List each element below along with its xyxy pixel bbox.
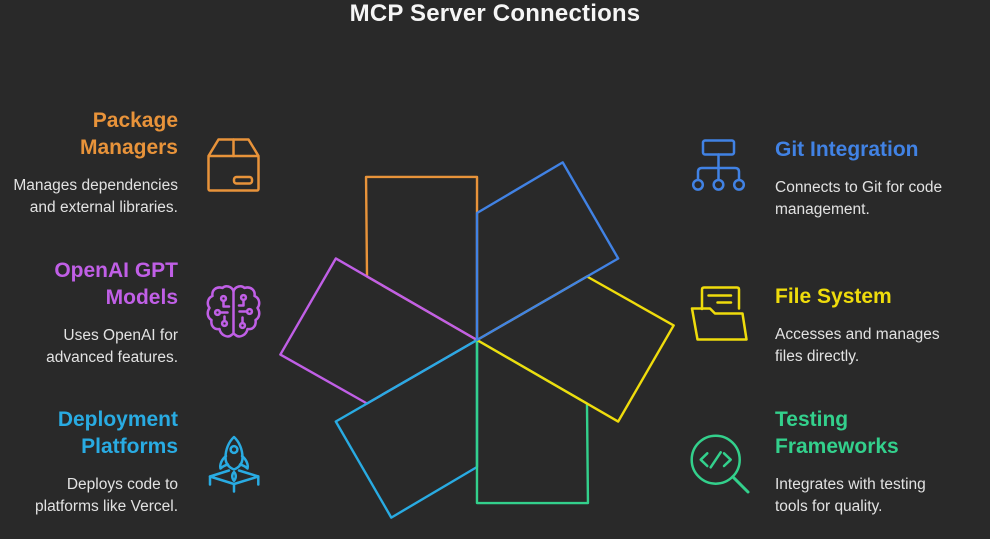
pinwheel-square-deployment-platforms [334,338,479,519]
page-title: MCP Server Connections [349,0,641,27]
item-heading: Git Integration [775,138,919,161]
item-git-integration: Git Integration Connects to Git for code… [775,136,990,221]
pinwheel-square-git-integration [475,161,620,342]
item-heading: Deployment Platforms [57,408,178,458]
item-heading: OpenAI GPT Models [54,259,178,309]
pinwheel-square-package-managers [364,175,479,342]
item-heading: Package Managers [79,109,178,159]
pinwheel-square-testing-frameworks [475,338,590,505]
git-tree-icon [691,138,746,193]
item-description: Accesses and manages files directly. [775,326,940,365]
item-description: Deploys code to platforms like Vercel. [35,476,178,515]
item-description: Uses OpenAI for advanced features. [46,327,178,366]
pinwheel-square-openai-gpt-models [279,257,479,405]
folder-open-icon [687,285,749,342]
brain-circuit-icon [206,282,261,342]
item-package-managers: Package Managers Manages dependencies an… [0,107,178,219]
item-heading: Testing Frameworks [775,408,899,458]
item-description: Integrates with testing tools for qualit… [775,476,926,515]
item-heading: File System [775,285,892,308]
package-box-icon [207,138,260,192]
rocket-launch-icon [206,435,262,493]
item-testing-frameworks: Testing Frameworks Integrates with testi… [775,406,990,518]
item-deployment-platforms: Deployment Platforms Deploys code to pla… [0,406,178,518]
pinwheel-square-file-system [475,275,675,423]
item-description: Manages dependencies and external librar… [13,177,178,216]
item-openai-gpt-models: OpenAI GPT Models Uses OpenAI for advanc… [0,257,178,369]
code-search-icon [685,429,751,495]
item-file-system: File System Accesses and manages files d… [775,283,990,368]
item-description: Connects to Git for code management. [775,179,943,218]
